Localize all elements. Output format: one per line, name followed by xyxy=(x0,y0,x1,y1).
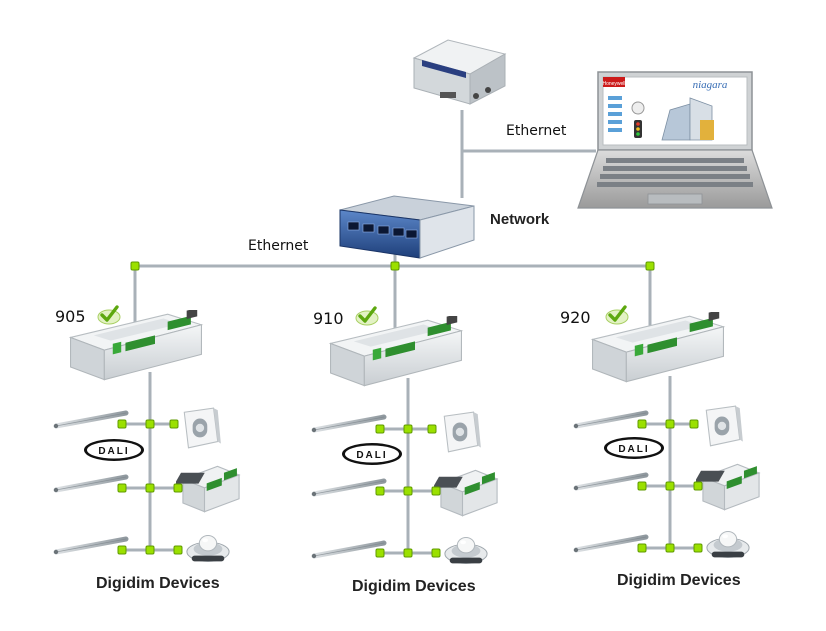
dali-label: DALI xyxy=(356,450,387,461)
fluorescent-tube-icon xyxy=(54,539,126,554)
wall-panel-icon xyxy=(183,407,222,449)
trunk-node-920 xyxy=(645,261,655,271)
laptop-brand: Honeywell xyxy=(602,81,625,87)
branch-905: DALI xyxy=(54,305,240,562)
branch-910: DALI xyxy=(312,306,498,564)
laptop[interactable]: Honeywell niagara xyxy=(577,71,773,209)
digidim-caption-920: Digidim Devices xyxy=(617,572,741,589)
network-switch[interactable] xyxy=(339,195,475,259)
fluorescent-tube-icon xyxy=(574,475,646,490)
dali-label: DALI xyxy=(618,444,649,455)
fluorescent-tube-icon xyxy=(312,481,384,496)
pir-sensor-icon xyxy=(186,534,230,562)
network-label: Network xyxy=(490,211,550,228)
wall-panel-icon xyxy=(443,411,482,453)
niagara-logo: niagara xyxy=(693,79,728,91)
digidim-caption-910: Digidim Devices xyxy=(352,578,476,595)
branch-920: DALI xyxy=(574,305,760,558)
pir-sensor-icon xyxy=(444,536,488,564)
check-icon xyxy=(96,305,122,325)
controller-id-910: 910 xyxy=(313,309,344,328)
fluorescent-tube-icon xyxy=(312,543,384,558)
trunk-node-905 xyxy=(130,261,140,271)
supervisor-controller[interactable] xyxy=(412,39,507,105)
fluorescent-tube-icon xyxy=(312,417,384,432)
fluorescent-tube-icon xyxy=(574,537,646,552)
dali-badge: DALI xyxy=(342,443,402,465)
fluorescent-tube-icon xyxy=(574,413,646,428)
relay-module-icon xyxy=(696,463,760,511)
dali-badge: DALI xyxy=(84,439,144,461)
relay-module-icon xyxy=(176,465,240,513)
controller-id-920: 920 xyxy=(560,308,591,327)
trunk-node-910 xyxy=(390,261,400,271)
check-icon xyxy=(604,305,630,325)
uplink-ethernet-label: Ethernet xyxy=(506,123,567,139)
fluorescent-tube-icon xyxy=(54,413,126,428)
fluorescent-tube-icon xyxy=(54,477,126,492)
pir-sensor-icon xyxy=(706,530,750,558)
dali-label: DALI xyxy=(98,446,129,457)
check-icon xyxy=(354,306,380,326)
dali-badge: DALI xyxy=(604,437,664,459)
digidim-caption-905: Digidim Devices xyxy=(96,575,220,592)
controller-id-905: 905 xyxy=(55,307,86,326)
trunk-ethernet-label: Ethernet xyxy=(248,238,309,254)
relay-module-icon xyxy=(434,469,498,517)
wall-panel-icon xyxy=(705,405,744,447)
